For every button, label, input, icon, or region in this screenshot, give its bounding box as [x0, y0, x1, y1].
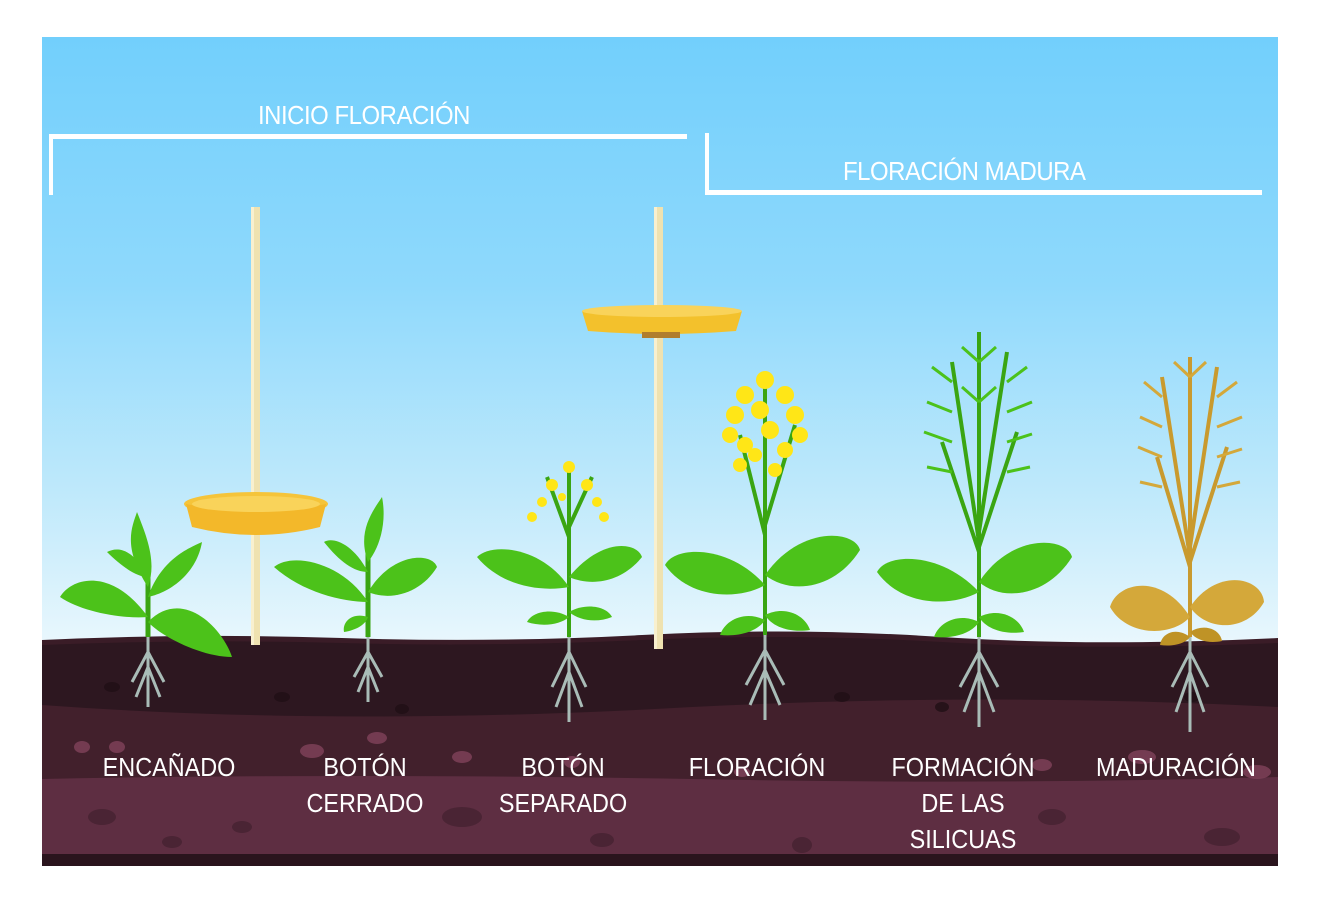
stage-label-maduracion: MADURACIÓN — [1096, 752, 1256, 782]
plant-maduracion — [1110, 357, 1264, 732]
phase-bracket-floracion-madura — [705, 133, 1262, 195]
stage-label-boton-cerrado: BOTÓN CERRADO — [306, 752, 424, 818]
plant-encanado — [60, 512, 232, 707]
plant-boton-separado — [477, 461, 642, 722]
yellow-trap-2 — [582, 207, 742, 649]
stage-label-formacion-silicuas: FORMACIÓN DE LAS SILICUAS — [891, 752, 1035, 854]
stage-label-boton-separado: BOTÓN SEPARADO — [498, 752, 628, 818]
stage-label-encanado: ENCAÑADO — [102, 752, 236, 782]
stage-label-floracion: FLORACIÓN — [688, 752, 826, 782]
phase-bracket-inicio-floracion — [49, 134, 687, 195]
plant-floracion — [665, 371, 860, 720]
plant-formacion-silicuas — [877, 332, 1072, 727]
yellow-trap-1 — [184, 207, 328, 645]
soil-ground — [42, 631, 1278, 866]
phase-label-floracion-madura: FLORACIÓN MADURA — [843, 156, 1086, 186]
plant-boton-cerrado — [274, 497, 437, 702]
crop-growth-stages-infographic: INICIO FLORACIÓN FLORACIÓN MADURA — [42, 37, 1278, 866]
phase-label-inicio-floracion: INICIO FLORACIÓN — [258, 100, 470, 130]
